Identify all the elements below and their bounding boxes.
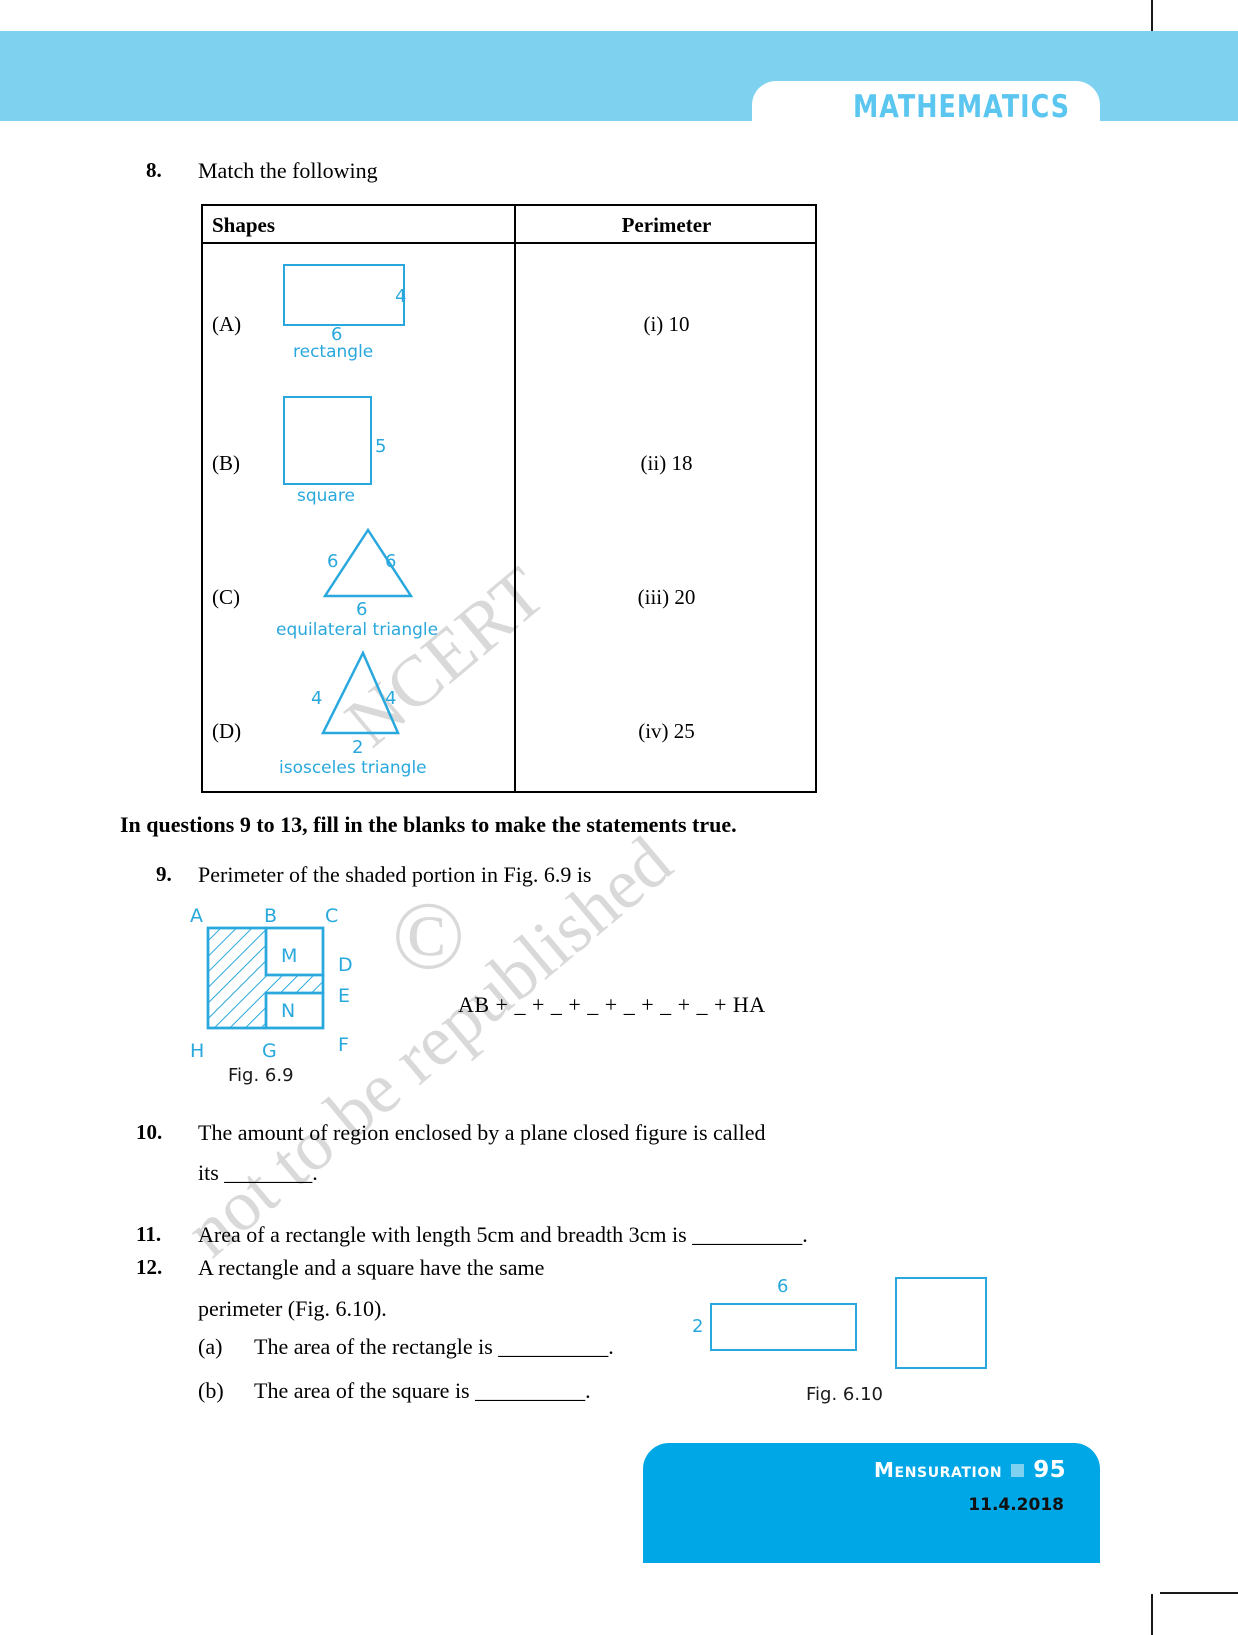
part-b-text: The area of the square is __________. (254, 1378, 591, 1403)
row-key-d: (D) (212, 719, 242, 743)
question-12-part-a: (a) The area of the rectangle is _______… (198, 1334, 614, 1360)
footer-band: Mensuration 95 11.4.2018 (643, 1443, 1100, 1563)
isosceles-name-label: isosceles triangle (279, 758, 427, 778)
crop-mark-bottom-horizontal (1160, 1592, 1238, 1594)
question-9-number: 9. (156, 862, 172, 886)
question-9-text: Perimeter of the shaded portion in Fig. … (198, 862, 592, 887)
figure-6-10-square (895, 1277, 987, 1369)
question-11-text: Area of a rectangle with length 5cm and … (198, 1222, 808, 1247)
footer-chapter-name: Mensuration (874, 1458, 1003, 1482)
match-table-header-row (203, 206, 815, 244)
footer-page-number: 95 (1033, 1457, 1066, 1483)
perimeter-item-i: (i) 10 (643, 312, 690, 336)
part-a-label: (a) (198, 1334, 223, 1359)
perimeter-item-iv: (iv) 25 (638, 719, 695, 743)
question-12-line2: perimeter (Fig. 6.10). (198, 1296, 387, 1321)
vertex-label-f: F (338, 1034, 349, 1056)
square-side-label: 5 (375, 436, 387, 457)
question-11: 11. Area of a rectangle with length 5cm … (136, 1222, 808, 1248)
perimeter-item-ii: (ii) 18 (640, 451, 693, 475)
question-12: 12. A rectangle and a square have the sa… (136, 1255, 544, 1281)
question-9-equation: AB + _ + _ + _ + _ + _ + _ + HA (458, 992, 766, 1017)
question-10: 10. The amount of region enclosed by a p… (136, 1120, 988, 1146)
part-b-label: (b) (198, 1378, 224, 1403)
figure-6-10-caption: Fig. 6.10 (806, 1384, 883, 1405)
watermark-copyright: © (392, 882, 465, 989)
rectangle-base-label: 6 (331, 324, 343, 345)
page-title: MATHEMATICS (852, 89, 1070, 125)
vertex-label-m: M (281, 945, 298, 967)
shape-isosceles-triangle (320, 650, 400, 735)
shape-equilateral-triangle (322, 527, 414, 598)
header-title-tab (752, 81, 1100, 136)
footer-square-icon (1011, 1463, 1025, 1477)
question-8: 8. Match the following (146, 158, 378, 184)
footer-label: Mensuration 95 (874, 1457, 1066, 1483)
header-band-right (1095, 31, 1238, 121)
row-key-c: (C) (212, 585, 240, 609)
perimeter-item-iii: (iii) 20 (637, 585, 696, 609)
crop-mark-top-vertical (1151, 0, 1153, 41)
question-12-part-b: (b) The area of the square is __________… (198, 1378, 591, 1404)
shape-square (283, 396, 372, 485)
part-a-text: The area of the rectangle is __________. (254, 1334, 614, 1359)
isosceles-left-label: 4 (311, 688, 323, 709)
rectangle-name-label: rectangle (293, 342, 374, 362)
match-table: Shapes Perimeter (A) 4 6 rectangle (i) 1… (201, 204, 817, 793)
question-9: 9. Perimeter of the shaded portion in Fi… (156, 862, 592, 888)
question-12-line1: A rectangle and a square have the same (198, 1255, 545, 1280)
question-8-number: 8. (146, 158, 162, 182)
figure-6-10-rectangle (710, 1303, 857, 1351)
column-header-shapes: Shapes (212, 213, 276, 237)
question-11-number: 11. (136, 1222, 162, 1246)
vertex-label-e: E (338, 985, 351, 1007)
square-name-label: square (297, 486, 355, 506)
match-table-divider (514, 206, 516, 791)
question-12-number: 12. (136, 1255, 163, 1279)
question-8-text: Match the following (198, 158, 378, 183)
question-10-line1: The amount of region enclosed by a plane… (198, 1120, 766, 1145)
vertex-label-b: B (264, 905, 278, 927)
rectangle-side-label: 4 (395, 286, 407, 307)
figure-6-10-rect-height-label: 2 (692, 1316, 704, 1337)
vertex-label-c: C (325, 905, 339, 927)
equilateral-right-label: 6 (385, 551, 397, 572)
footer-date: 11.4.2018 (968, 1495, 1064, 1515)
vertex-label-g: G (262, 1040, 277, 1062)
equilateral-name-label: equilateral triangle (276, 620, 439, 640)
equilateral-left-label: 6 (327, 551, 339, 572)
column-header-perimeter: Perimeter (621, 213, 712, 237)
instruction-text: In questions 9 to 13, fill in the blanks… (120, 812, 737, 837)
figure-6-9-caption: Fig. 6.9 (228, 1065, 294, 1086)
vertex-label-a: A (190, 905, 203, 927)
isosceles-right-label: 4 (385, 688, 397, 709)
figure-6-9-diagram (206, 926, 325, 1030)
vertex-label-h: H (190, 1040, 205, 1062)
crop-mark-bottom-vertical (1151, 1594, 1153, 1635)
isosceles-base-label: 2 (352, 737, 364, 758)
vertex-label-d: D (338, 954, 353, 976)
question-10-number: 10. (136, 1120, 163, 1144)
equilateral-base-label: 6 (356, 599, 368, 620)
figure-6-10-rect-width-label: 6 (777, 1276, 789, 1297)
shape-rectangle (283, 264, 405, 326)
row-key-b: (B) (212, 451, 240, 475)
row-key-a: (A) (212, 312, 242, 336)
vertex-label-n: N (281, 1000, 296, 1022)
question-10-line2: its ________. (198, 1160, 318, 1185)
